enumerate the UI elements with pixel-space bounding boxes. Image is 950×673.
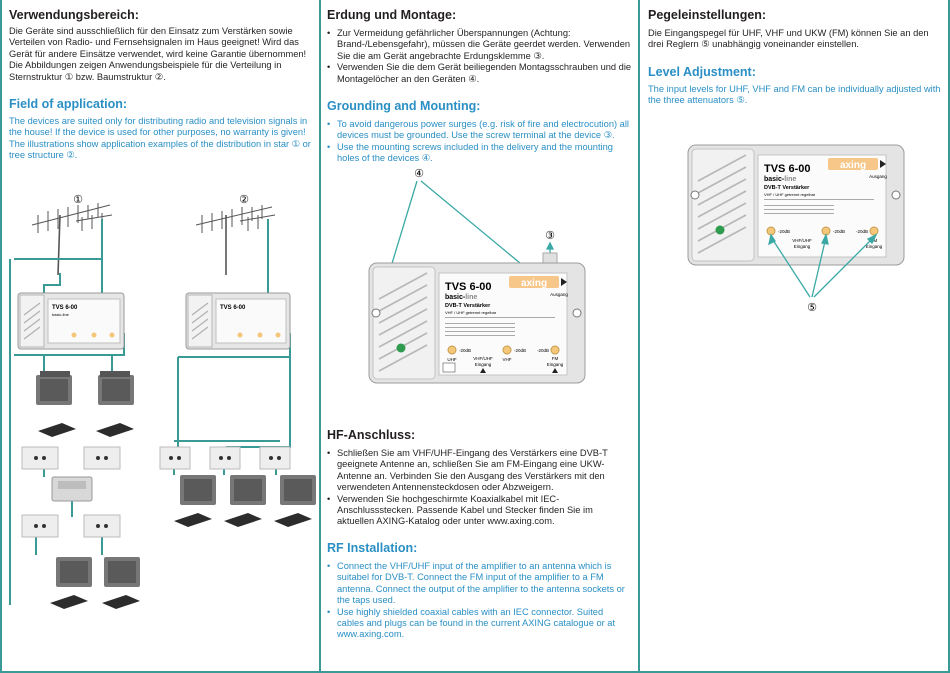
heading-grounding-mounting: Grounding and Mounting: [327,99,481,113]
heading-level-adjustment: Level Adjustment: [648,65,756,79]
knob-left-db: -20dB [459,348,471,353]
heading-verwendungsbereich: Verwendungsbereich: [9,8,139,22]
amplifier-star-icon: TVS 6-00 basic-line [17,292,125,350]
device-title-level: DVB-T Verstärker [764,185,810,191]
distribution-illustration: ① ② [9,194,316,609]
small-device-model: TVS 6-00 [52,305,78,311]
callout-mount-label: ④ [414,168,424,180]
brand-logo: axing [521,278,547,289]
port-right-label: FM [552,356,559,361]
knob-right-db-level: -20dB [856,229,868,234]
column-divider-left [0,0,2,673]
knob-mid-db-level: -20dB [833,229,845,234]
list-erdung-montage: Zur Vermeidung gefährlicher Überspannung… [327,28,632,85]
device-subtitle-level: VHF / UHF getrennt regelbar [764,192,816,197]
device-model: TVS 6-00 [445,281,491,293]
port-mid-sub-level: Eingang [794,244,811,249]
callout-level-label: ⑤ [807,302,817,314]
list-rf-installation: Connect the VHF/UHF input of the amplifi… [327,561,632,641]
ausgang-label: Ausgang [550,292,568,297]
text-verwendungsbereich: Die Geräte sind ausschließlich für den E… [9,26,307,82]
device-line-level: basic-line [764,176,796,183]
device-model-level: TVS 6-00 [764,163,810,175]
port-mid-label-level: VHF/UHF [792,238,812,243]
amplifier-device-large: axing Ausgang TVS 6-00 basic-line DVB-T … [368,252,586,384]
knob-right-db: -20dB [537,348,549,353]
port-right-label-level: FM [871,238,878,243]
label-star-structure: ① [73,194,83,206]
column-grounding-mounting: Erdung und Montage: Zur Vermeidung gefäh… [321,0,638,673]
heading-field-of-application: Field of application: [9,97,128,111]
bullet-rf-installation-2: Use highly shielded coaxial cables with … [327,607,632,641]
bullet-hf-anschluss-1: Schließen Sie am VHF/UHF-Eingang des Ver… [327,448,632,494]
amplifier-tree-icon: TVS 6-00 [185,292,291,350]
port-mid-sub: Eingang [475,362,492,367]
device-title: DVB-T Verstärker [445,303,491,309]
knob-left-db-level: -20dB [778,229,790,234]
brand-logo-level: axing [840,160,866,171]
level-callout-arrows [768,233,878,298]
bullet-grounding: To avoid dangerous power surges (e.g. ri… [327,119,632,142]
amplifier-device-level: axing Ausgang TVS 6-00 basic-line DVB-T … [687,144,905,266]
bullet-erdung: Zur Vermeidung gefährlicher Überspannung… [327,28,632,62]
column-divider-2 [638,0,640,673]
text-level-adjustment: The input levels for UHF, VHF and FM can… [648,84,941,106]
device-mounting-figure: ④ ③ [368,168,586,384]
text-pegeleinstellungen: Die Eingangspegel für UHF, VHF und UKW (… [648,28,929,50]
coax-cables [9,219,291,605]
column-field-of-application: Verwendungsbereich: Die Geräte sind auss… [0,0,319,673]
heading-erdung-montage: Erdung und Montage: [327,8,457,22]
bullet-rf-installation-1: Connect the VHF/UHF input of the amplifi… [327,561,632,607]
heading-hf-anschluss: HF-Anschluss: [327,428,416,442]
tv-set-icons-tree [159,446,316,527]
device-line: basic-line [445,294,477,301]
port-right-sub-level: Eingang [866,244,883,249]
port-mid-label: VHF/UHF [473,356,493,361]
tv-set-icons-star [21,371,140,609]
antenna-1-icon [31,203,113,276]
bottom-rule [0,671,950,673]
port-left-label: UHF [447,357,456,362]
bullet-mounting: Use the mounting screws included in the … [327,142,632,165]
list-grounding-mounting: To avoid dangerous power surges (e.g. ri… [327,119,632,165]
small-device-model-2: TVS 6-00 [220,305,246,311]
ausgang-label-level: Ausgang [869,174,887,179]
column-divider-right [948,0,950,673]
column-level-adjustment: Pegeleinstellungen: Die Eingangspegel fü… [640,0,950,673]
callout-ground-label: ③ [545,230,555,242]
small-device-line: basic-line [52,312,70,317]
list-hf-anschluss: Schließen Sie am VHF/UHF-Eingang des Ver… [327,448,632,528]
antenna-2-icon [195,205,276,275]
label-tree-structure: ② [239,194,249,206]
text-field-of-application: The devices are suited only for distribu… [9,116,311,161]
device-level-figure: axing Ausgang TVS 6-00 basic-line DVB-T … [687,144,905,314]
heading-rf-installation: RF Installation: [327,541,418,555]
heading-pegeleinstellungen: Pegeleinstellungen: [648,8,767,22]
column-divider-1 [319,0,321,673]
bullet-montage: Verwenden Sie die dem Gerät beiliegenden… [327,62,632,85]
port-right-sub: Eingang [547,362,564,367]
knob-mid-db: -20dB [514,348,526,353]
bullet-hf-anschluss-2: Verwenden Sie hochgeschirmte Koaxialkabe… [327,494,632,528]
device-subtitle: VHF / UHF getrennt regelbar [445,310,497,315]
port-mid2-label: VHF [503,357,512,362]
